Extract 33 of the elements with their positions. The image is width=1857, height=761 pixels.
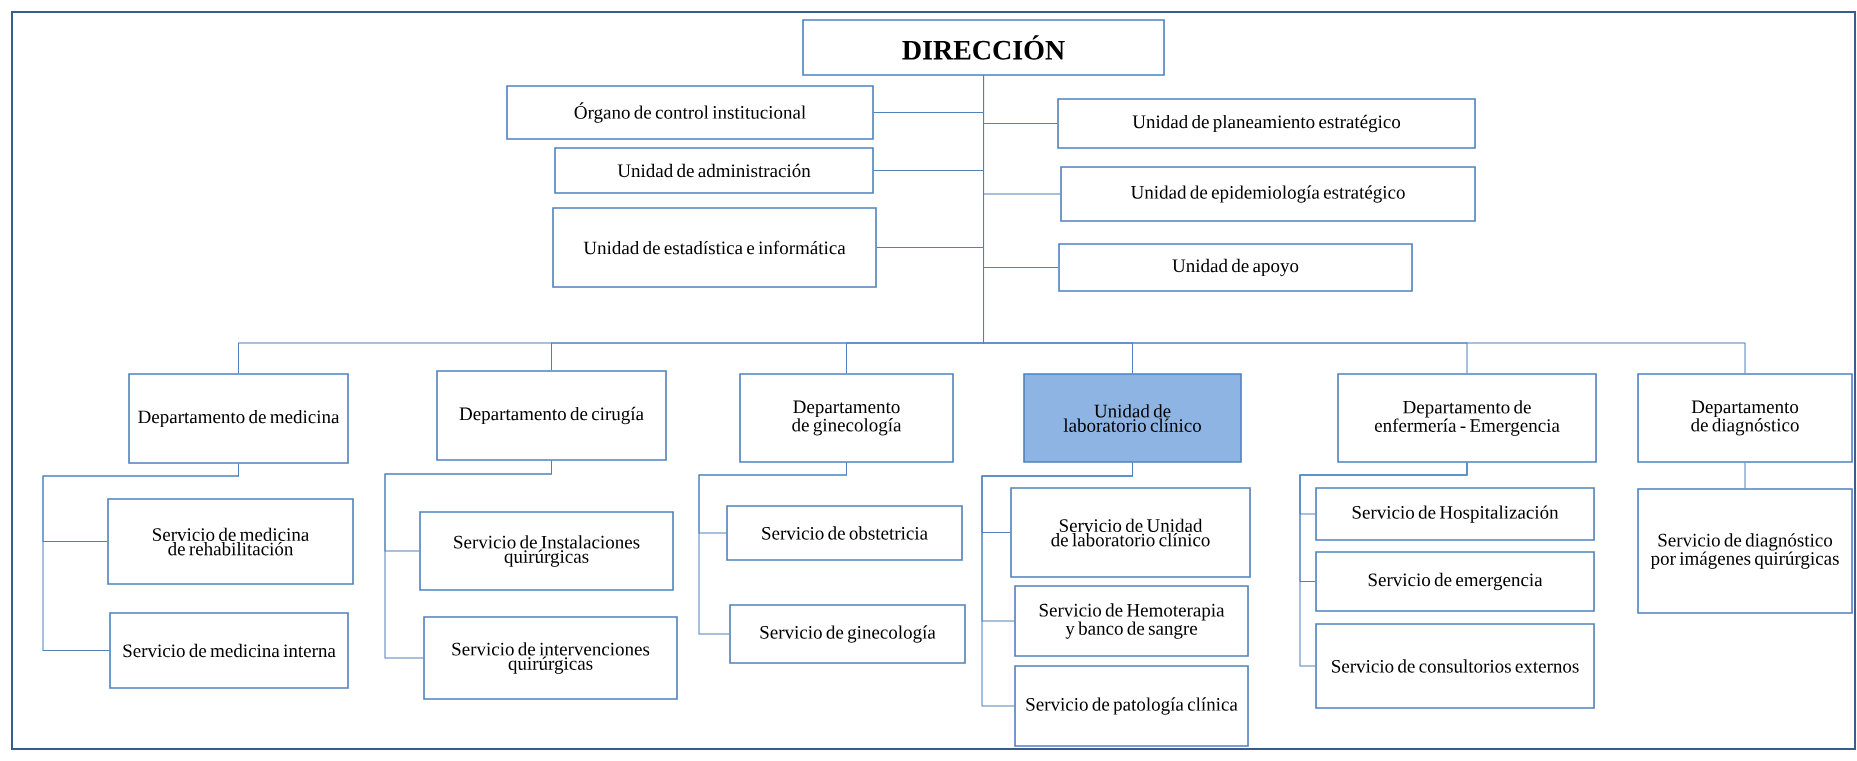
service-box: Servicio de Unidad de laboratorio clínico: [1010, 487, 1251, 578]
head-box: DIRECCIÓN: [802, 19, 1165, 76]
service-box: Servicio de medicina de rehabilitación: [107, 498, 354, 585]
connector-line: [42, 463, 239, 651]
service-box: Servicio de medicina interna: [109, 612, 349, 689]
service-box: Servicio de diagnóstico por imágenes quirúrgicas: [1637, 488, 1853, 614]
service-box: Servicio de Hospitalización: [1315, 487, 1595, 541]
service-box: Servicio de patología clínica: [1014, 665, 1249, 747]
connector-line: [983, 75, 1746, 374]
service-box: Servicio de intervenciones quirúrgicas: [423, 616, 678, 700]
unit-box: Unidad de estadística e informática: [552, 207, 877, 288]
connector-line: [698, 462, 847, 635]
department-box: Departamento de enfermería - Emergencia: [1337, 373, 1597, 463]
unit-box: Unidad de planeamiento estratégico: [1057, 98, 1476, 149]
service-box: Servicio de ginecología: [729, 604, 966, 664]
unit-box: Unidad de epidemiología estratégico: [1060, 166, 1476, 222]
service-box: Servicio de consultorios externos: [1315, 623, 1595, 709]
service-box: Servicio de Instalaciones quirúrgicas: [419, 511, 674, 591]
service-box: Servicio de Hemoterapia y banco de sangre: [1014, 585, 1249, 657]
unit-box: Órgano de control institucional: [506, 85, 874, 140]
unit-box: Unidad de apoyo: [1058, 243, 1413, 292]
connector-line: [1744, 462, 1746, 489]
connector-line: [981, 462, 1133, 707]
department-box: Departamento de medicina: [128, 373, 349, 464]
department-box: Departamento de ginecología: [739, 373, 954, 463]
unit-box: Unidad de administración: [554, 147, 874, 194]
department-box: Unidad de laboratorio clínico: [1023, 373, 1242, 463]
connector-line: [384, 460, 552, 659]
service-box: Servicio de emergencia: [1315, 551, 1595, 612]
service-box: Servicio de obstetricia: [726, 505, 963, 561]
department-box: Departamento de diagnóstico: [1637, 373, 1853, 463]
connector-line: [1299, 462, 1468, 667]
department-box: Departamento de cirugía: [436, 370, 667, 461]
